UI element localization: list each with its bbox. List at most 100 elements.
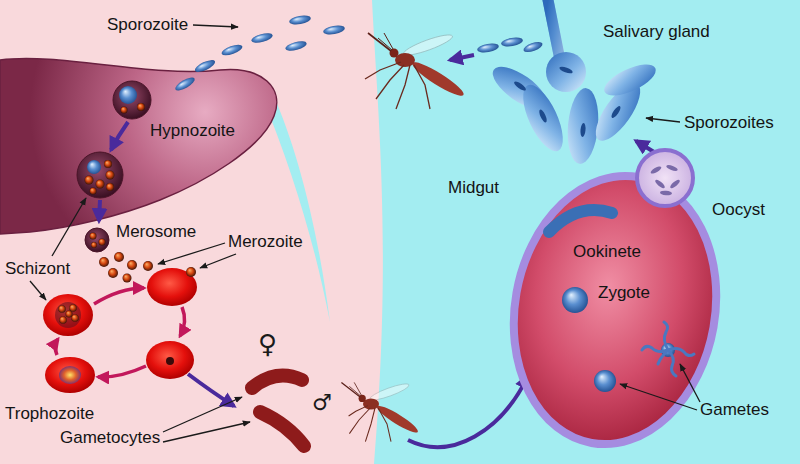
stage-label: Gametes (700, 400, 769, 420)
sporozoite-cell (173, 14, 543, 93)
ookinete-cell (549, 210, 612, 232)
stage-label: Midgut (448, 178, 499, 198)
red-blood-cell (43, 294, 93, 336)
sporozoite-cell (288, 14, 311, 26)
mosquito (363, 398, 379, 409)
liver-schizont (87, 160, 101, 174)
merozoite-cell (127, 260, 137, 270)
oocyst-cell (654, 178, 666, 189)
merosome-cell (90, 233, 97, 240)
oocyst-cell (650, 165, 663, 175)
red-blood-cell (55, 302, 81, 328)
mosquito (375, 402, 421, 436)
cycle-arrow (94, 288, 144, 304)
salivary-gland (610, 105, 622, 119)
mosquito (359, 395, 366, 402)
leader-line (680, 364, 700, 402)
sporozoite-cell (500, 36, 523, 48)
merosome-cell (99, 239, 106, 246)
mosquito (409, 58, 466, 100)
stage-arrow (99, 200, 100, 221)
mosquito (365, 62, 430, 109)
merozoite-cell (108, 268, 118, 278)
red-blood-cell (186, 267, 196, 277)
hypnozoite-cell (121, 107, 128, 114)
mosquito (349, 382, 361, 396)
cycle-arrow (55, 288, 184, 377)
salivary-gland (513, 80, 527, 92)
stage-arrow (450, 55, 474, 60)
sporozoite-cell (220, 42, 243, 57)
merosome-cell (85, 228, 109, 252)
mosquito (365, 31, 467, 109)
stage-label: Merosome (116, 222, 196, 242)
leader-line (193, 25, 238, 27)
ookinete-cell (549, 210, 612, 232)
cycle-arrow (98, 366, 146, 377)
hypnozoite-cell (113, 81, 151, 119)
sporozoite-cell (250, 31, 273, 44)
liver-schizont (77, 152, 123, 198)
mosquito (395, 53, 415, 67)
red-blood-cell (45, 357, 95, 393)
mosquito (368, 33, 391, 51)
salivary-gland (538, 109, 548, 124)
gametocyte-cell (260, 412, 304, 446)
sporozoite-cell (173, 75, 196, 93)
sex-symbol: ♀ (258, 330, 277, 360)
salivary-gland (600, 58, 660, 102)
zygote-cell (562, 287, 588, 313)
stage-label: Oocyst (712, 200, 765, 220)
liver (0, 58, 277, 234)
sporozoite-cell (193, 58, 216, 75)
gamete-cell (594, 370, 616, 392)
oocyst-cell (637, 150, 693, 206)
stage-arrow (111, 122, 128, 150)
zygote-cell (562, 287, 588, 313)
oocyst-cell (660, 190, 672, 195)
salivary-gland (559, 65, 574, 74)
liver (0, 58, 277, 234)
leader-line (52, 198, 86, 256)
merozoite-cell (123, 274, 132, 283)
red-blood-cell (71, 314, 79, 322)
merozoite-cell (143, 261, 153, 271)
hypnozoite-cell (113, 81, 151, 119)
red-blood-cell (66, 311, 73, 318)
mosquito (378, 33, 393, 50)
stage-label: Trophozoite (5, 404, 94, 424)
merosome-cell (85, 228, 109, 252)
sporozoite-cell (522, 40, 544, 54)
hypnozoite-cell (119, 86, 137, 104)
oocyst-cell (666, 164, 679, 172)
red-blood-cell (166, 357, 174, 365)
stage-label: Merozoite (228, 232, 303, 252)
salivary-gland (546, 52, 586, 92)
hypnozoite-cell (137, 103, 145, 111)
gametocyte-cell (252, 376, 302, 389)
sporozoite-cell (476, 42, 499, 54)
leader-line (620, 384, 697, 410)
mosquito-background (372, 0, 800, 464)
mosquito-background (262, 0, 800, 464)
sporozoite-cell (322, 24, 345, 36)
cycle-arrow (180, 307, 185, 336)
stage-label: Sporozoite (107, 15, 188, 35)
leader-line (30, 25, 700, 442)
gamete-cell (594, 322, 694, 392)
oocyst-cell (669, 178, 681, 189)
oocyst-cell (637, 150, 693, 206)
gamete-cell (642, 322, 694, 376)
merozoite-cell (99, 252, 153, 283)
liver-schizont (77, 152, 123, 198)
stage-label: Salivary gland (603, 22, 710, 42)
salivary-gland (548, 0, 560, 60)
stage-label: Sporozoites (684, 113, 774, 133)
mosquito (341, 382, 359, 396)
liver-schizont (106, 171, 115, 180)
mosquito (390, 49, 399, 58)
liver-schizont (106, 183, 114, 191)
salivary-gland (565, 87, 602, 165)
